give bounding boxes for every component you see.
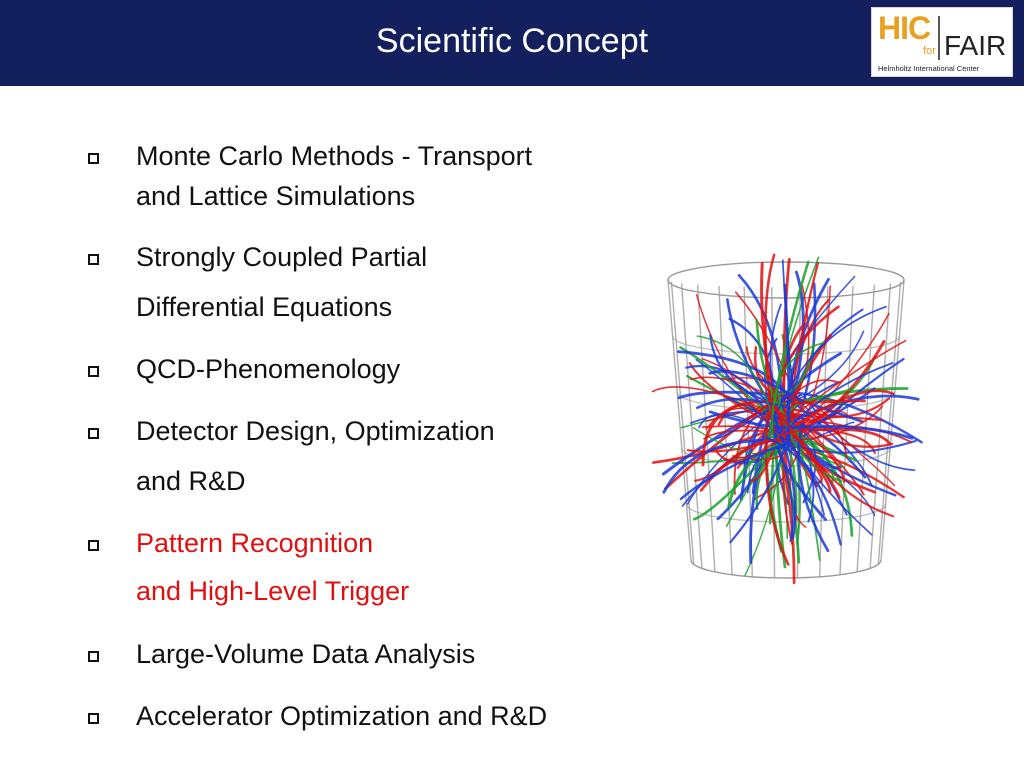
- particle-track: [791, 395, 896, 487]
- particle-track: [775, 441, 794, 542]
- particle-track: [783, 389, 895, 435]
- particle-track: [714, 395, 791, 440]
- logo-fair-text: FAIR: [944, 30, 1007, 61]
- particle-track: [797, 417, 830, 553]
- particle-track: [692, 443, 779, 521]
- bullet-line: and R&D: [136, 466, 246, 496]
- logo-divider: [938, 16, 940, 60]
- particle-track: [765, 436, 842, 546]
- detector-tracks-image: [651, 253, 923, 585]
- particle-track: [788, 379, 838, 400]
- bullet-line: Differential Equations: [136, 292, 393, 322]
- particle-track: [737, 273, 784, 415]
- logo-for-text: for: [923, 45, 936, 57]
- particle-track: [781, 259, 795, 393]
- logo-subtitle: Helmholtz International Center: [878, 64, 980, 73]
- particle-track: [782, 362, 894, 435]
- bullet-line: QCD-Phenomenology: [136, 354, 401, 384]
- particle-track: [790, 399, 866, 405]
- bullet-line: Accelerator Optimization and R&D: [136, 701, 548, 731]
- bullet-line: and High-Level Trigger: [136, 576, 410, 606]
- particle-tracks: [651, 253, 923, 585]
- particle-track: [696, 335, 772, 412]
- particle-track: [783, 410, 848, 447]
- bullet-square-icon: [88, 651, 99, 662]
- bullet-line: Large-Volume Data Analysis: [136, 639, 476, 669]
- bullet-square-icon: [88, 540, 99, 551]
- hic-for-fair-logo: HIC for FAIR Helmholtz International Cen…: [871, 7, 1013, 77]
- bullet-square-icon: [88, 254, 99, 265]
- bullet-line: Pattern Recognition: [136, 528, 374, 558]
- particle-track: [776, 343, 816, 396]
- particle-track: [794, 285, 810, 398]
- particle-track: [701, 400, 768, 467]
- particle-track: [746, 446, 788, 494]
- particle-track: [679, 442, 790, 501]
- particle-track: [792, 425, 914, 440]
- slide-header: Scientific Concept HIC for FAIR Helmholt…: [0, 0, 1024, 86]
- particle-track: [769, 405, 846, 483]
- bullet-line: Strongly Coupled Partial: [136, 242, 428, 272]
- particle-track: [799, 438, 895, 518]
- bullet-square-icon: [88, 713, 99, 724]
- bullet-line: Monte Carlo Methods - Transport: [136, 141, 533, 171]
- particle-track: [695, 358, 789, 445]
- logo-hic-text: HIC: [878, 10, 931, 46]
- bullet-square-icon: [88, 153, 99, 164]
- particle-track: [772, 405, 832, 494]
- particle-track: [695, 397, 776, 410]
- slide-title: Scientific Concept: [375, 22, 649, 60]
- particle-track: [771, 305, 887, 425]
- bullet-line: and Lattice Simulations: [136, 181, 416, 211]
- particle-track: [708, 369, 804, 403]
- particle-track: [791, 261, 820, 392]
- bullet-square-icon: [88, 428, 99, 439]
- bullet-line: Detector Design, Optimization: [136, 416, 495, 446]
- particle-track: [725, 298, 768, 400]
- particle-track: [771, 341, 825, 438]
- particle-track: [701, 425, 770, 432]
- bullet-square-icon: [88, 366, 99, 377]
- particle-track: [785, 390, 923, 444]
- particle-track: [785, 437, 873, 536]
